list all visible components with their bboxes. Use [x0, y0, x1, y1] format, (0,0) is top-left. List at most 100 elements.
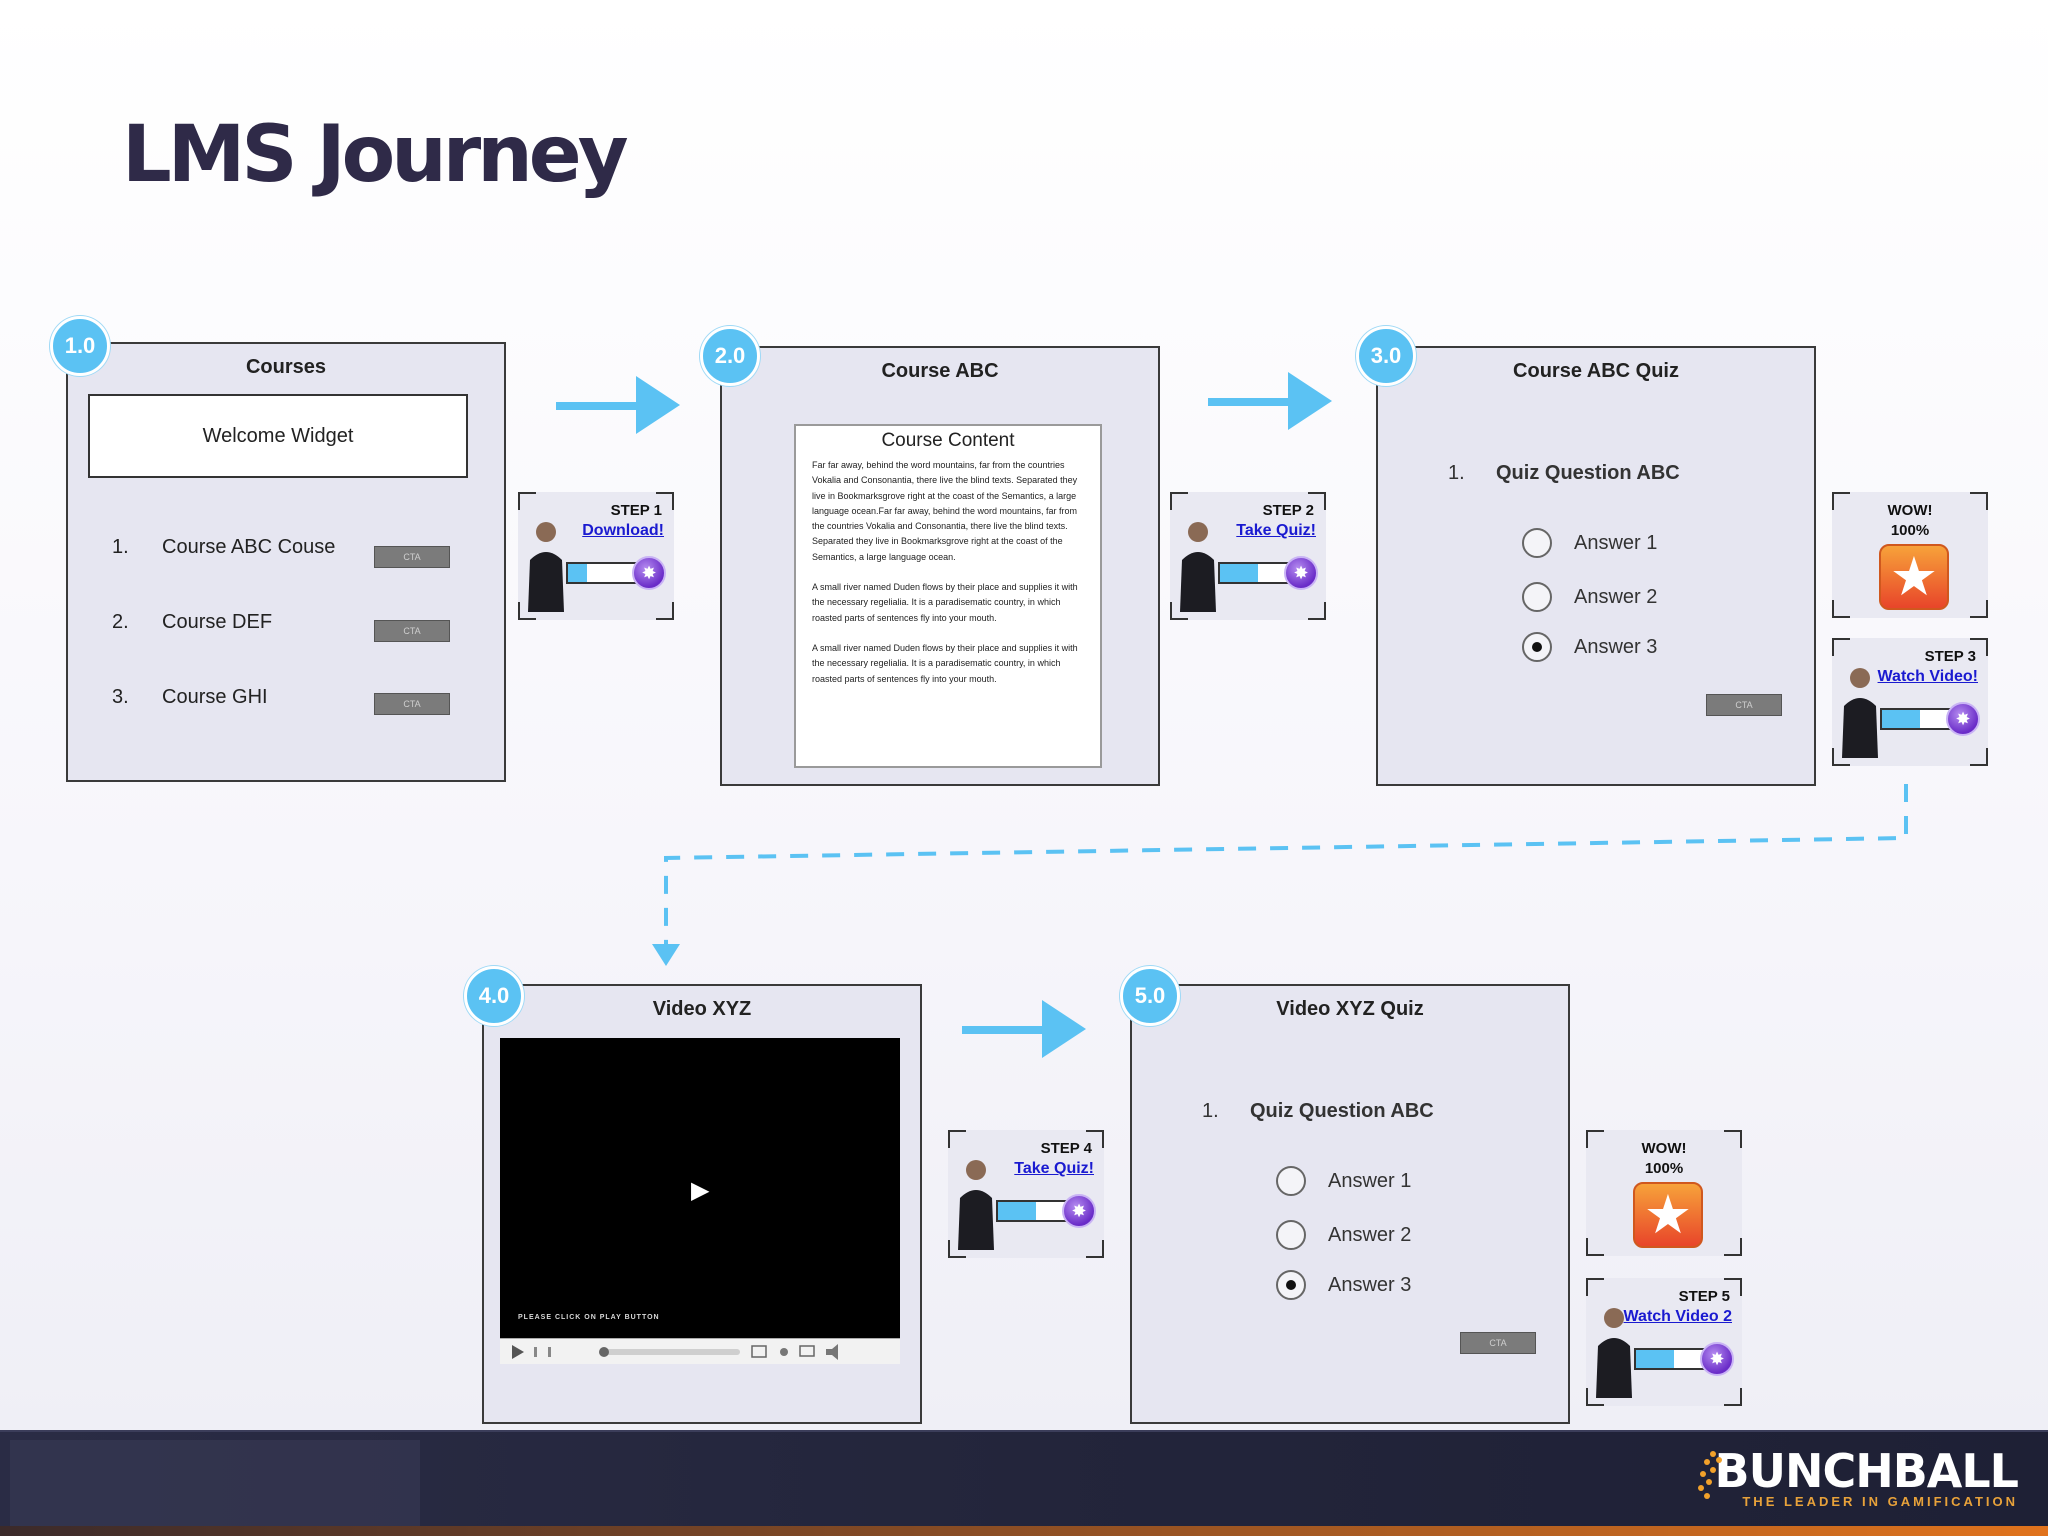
- badge-medal-icon: ✸: [1946, 702, 1980, 736]
- course-content-panel: Course Content Far far away, behind the …: [794, 424, 1102, 768]
- brand-name: BUNCHBALL: [1714, 1444, 2019, 1498]
- step-1-link[interactable]: Download!: [582, 522, 664, 539]
- step-badge-5: 5.0: [1120, 966, 1180, 1026]
- course-item-label: Course DEF: [162, 611, 273, 633]
- course-content-title: Course Content: [881, 430, 1015, 451]
- answer-2-radio[interactable]: [1276, 1220, 1306, 1250]
- course-item-3[interactable]: 3.Course GHI: [112, 686, 268, 709]
- step-label: STEP 2: [1262, 502, 1314, 519]
- question-number: 1.: [1202, 1100, 1219, 1122]
- video-player[interactable]: ▶ PLEASE CLICK ON PLAY BUTTON: [500, 1038, 900, 1338]
- course-item-2[interactable]: 2.Course DEF: [112, 611, 272, 634]
- skip-back-icon: [534, 1347, 537, 1357]
- star-icon: ★: [1879, 544, 1949, 610]
- course-item-label: Course ABC Couse: [162, 536, 336, 558]
- skip-forward-icon: [548, 1347, 551, 1357]
- course-item-number: 1.: [112, 536, 129, 558]
- answer-1-radio[interactable]: [1522, 528, 1552, 558]
- video-quiz-frame: Video XYZ Quiz 1. Quiz Question ABC Answ…: [1130, 984, 1570, 1424]
- badge-medal-icon: ✸: [632, 556, 666, 590]
- step-card-5: STEP 5 Watch Video 2 ✸: [1586, 1278, 1742, 1406]
- quiz-cta-button[interactable]: CTA: [1460, 1332, 1536, 1354]
- step-4-link[interactable]: Take Quiz!: [1014, 1160, 1094, 1177]
- video-controls[interactable]: [500, 1338, 900, 1364]
- progress-fill: [1220, 564, 1258, 582]
- footer-accent: [0, 1526, 2048, 1536]
- step-3-link[interactable]: Watch Video!: [1877, 668, 1978, 685]
- course-1-cta-button[interactable]: CTA: [374, 546, 450, 568]
- answer-1-radio[interactable]: [1276, 1166, 1306, 1196]
- course-3-cta-button[interactable]: CTA: [374, 693, 450, 715]
- step-label: STEP 1: [610, 502, 662, 519]
- footer-shade: [10, 1440, 420, 1530]
- wow-score: 100%: [1644, 1160, 1684, 1177]
- page-title: LMS Journey: [122, 110, 629, 200]
- wow-card-2: WOW! 100% ★: [1586, 1130, 1742, 1256]
- footer-bar: BUNCHBALL THE LEADER IN GAMIFICATION: [0, 1430, 2048, 1536]
- answer-1-label: Answer 1: [1328, 1170, 1412, 1192]
- fullscreen-icon: [799, 1345, 815, 1357]
- avatar: [1180, 522, 1216, 612]
- welcome-widget[interactable]: Welcome Widget: [88, 394, 468, 478]
- step-card-3: STEP 3 Watch Video! ✸: [1832, 638, 1988, 766]
- step-badge-1: 1.0: [50, 316, 110, 376]
- answer-2-label: Answer 2: [1574, 586, 1658, 608]
- course-item-number: 3.: [112, 686, 129, 708]
- course-abc-frame: Course ABC Course Content Far far away, …: [720, 346, 1160, 786]
- avatar: [528, 522, 564, 612]
- content-paragraph: Far far away, behind the word mountains,…: [812, 460, 1078, 562]
- dashed-arrowhead: [652, 944, 680, 966]
- progress-bar: [1880, 708, 1960, 730]
- progress-bar: [1218, 562, 1298, 584]
- brand-logo: BUNCHBALL THE LEADER IN GAMIFICATION: [1697, 1444, 2019, 1509]
- course-quiz-frame: Course ABC Quiz 1. Quiz Question ABC Ans…: [1376, 346, 1816, 786]
- question-number: 1.: [1448, 462, 1465, 484]
- answer-3-label: Answer 3: [1328, 1274, 1412, 1296]
- answer-3-radio[interactable]: [1522, 632, 1552, 662]
- answer-1-label: Answer 1: [1574, 532, 1658, 554]
- play-button-icon: [512, 1345, 524, 1359]
- step-badge-3: 3.0: [1356, 326, 1416, 386]
- content-paragraph: A small river named Duden flows by their…: [812, 642, 1078, 684]
- answer-2-radio[interactable]: [1522, 582, 1552, 612]
- answer-2-label: Answer 2: [1328, 1224, 1412, 1246]
- step-label: STEP 5: [1678, 1288, 1730, 1305]
- quiz-question: Quiz Question ABC: [1496, 462, 1680, 484]
- quiz-cta-button[interactable]: CTA: [1706, 694, 1782, 716]
- avatar: [1842, 668, 1878, 758]
- progress-fill: [1882, 710, 1920, 728]
- answer-3-label: Answer 3: [1574, 636, 1658, 658]
- badge-medal-icon: ✸: [1700, 1342, 1734, 1376]
- video-control-icons: [512, 1344, 838, 1360]
- dashed-path-3-to-4: [664, 784, 1908, 956]
- wow-card-1: WOW! 100% ★: [1832, 492, 1988, 618]
- step-card-1: STEP 1 Download! ✸: [518, 492, 674, 620]
- courses-title: Courses: [245, 356, 327, 378]
- courses-frame: Courses Welcome Widget 1. Course ABC Cous…: [66, 342, 506, 782]
- wow-score: 100%: [1890, 522, 1930, 539]
- course-item-1[interactable]: 1. Course ABC Couse: [112, 536, 335, 559]
- step-badge-4: 4.0: [464, 966, 524, 1026]
- badge-medal-icon: ✸: [1062, 1194, 1096, 1228]
- step-5-link[interactable]: Watch Video 2: [1623, 1308, 1732, 1325]
- arrow-4-to-5: [962, 1000, 1086, 1058]
- avatar: [1596, 1308, 1632, 1398]
- step-badge-2: 2.0: [700, 326, 760, 386]
- play-icon[interactable]: ▶: [691, 1177, 710, 1204]
- answer-3-radio[interactable]: [1276, 1270, 1306, 1300]
- quiz-question: Quiz Question ABC: [1250, 1100, 1434, 1122]
- step-label: STEP 4: [1040, 1140, 1092, 1157]
- video-message: PLEASE CLICK ON PLAY BUTTON: [518, 1314, 660, 1321]
- course-abc-title: Course ABC: [881, 360, 999, 382]
- progress-bar: [996, 1200, 1076, 1222]
- video-quiz-title: Video XYZ Quiz: [1276, 998, 1424, 1020]
- step-card-4: STEP 4 Take Quiz! ✸: [948, 1130, 1104, 1258]
- star-icon: ★: [1633, 1182, 1703, 1248]
- step-2-link[interactable]: Take Quiz!: [1236, 522, 1316, 539]
- chapters-icon: [751, 1345, 767, 1358]
- arrow-1-to-2: [556, 376, 680, 434]
- course-2-cta-button[interactable]: CTA: [374, 620, 450, 642]
- volume-icon: [826, 1344, 838, 1360]
- avatar: [958, 1160, 994, 1250]
